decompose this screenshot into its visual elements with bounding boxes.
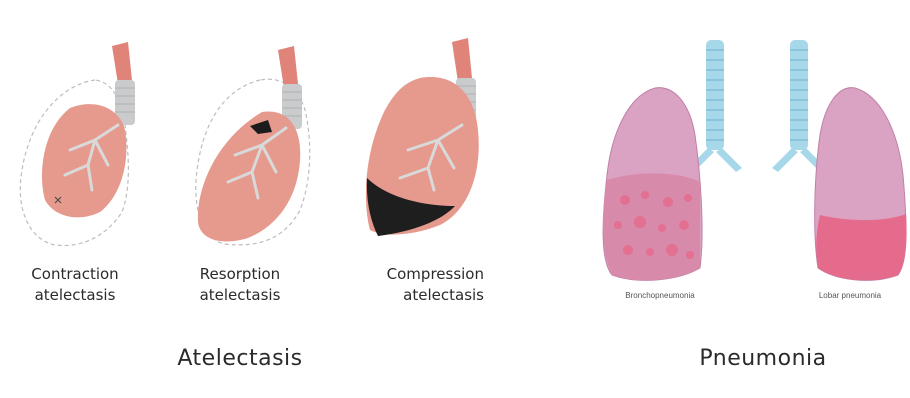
atelectasis-title: Atelectasis: [140, 346, 340, 372]
bronchopneumonia-caption: Bronchopneumonia: [610, 291, 710, 300]
resorption-lung-figure: [196, 46, 310, 245]
deflated-lung: [198, 112, 300, 242]
compression-atelectasis-label: Compression atelectasis: [352, 264, 484, 306]
bronchopneumonia-lung: [603, 88, 702, 281]
collapsed-lung: [42, 104, 126, 217]
compression-lung-figure: [366, 38, 479, 236]
lobar-pneumonia-caption: Lobar pneumonia: [800, 291, 900, 300]
resorption-atelectasis-label: Resorption atelectasis: [185, 264, 295, 306]
trachea: [112, 42, 132, 84]
contraction-lung-figure: [20, 42, 135, 246]
trachea-3: [452, 38, 472, 82]
contraction-atelectasis-label: Contraction atelectasis: [14, 264, 136, 306]
pneumonia-figure: [603, 40, 907, 280]
pneumonia-title: Pneumonia: [668, 346, 858, 372]
trachea-2: [278, 46, 298, 88]
lobar-pneumonia-lung: [815, 88, 907, 281]
